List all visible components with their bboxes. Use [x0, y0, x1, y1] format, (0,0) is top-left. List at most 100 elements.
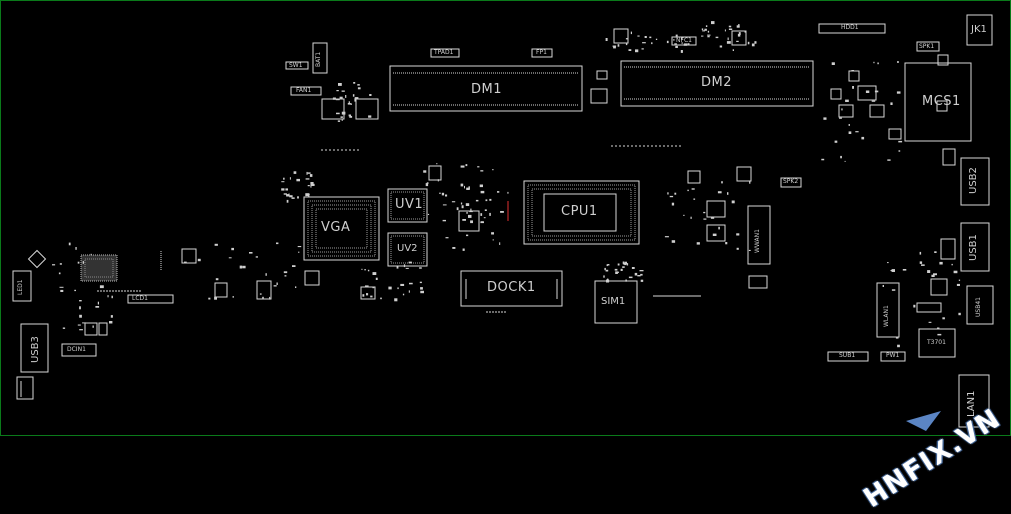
sw1-label: SW1 — [289, 62, 303, 69]
component-dot — [480, 213, 483, 216]
component-dot — [297, 196, 299, 199]
component-dot — [635, 49, 639, 53]
uv1-label: UV1 — [395, 197, 424, 212]
component-dot — [286, 194, 290, 197]
component-dot — [728, 28, 733, 30]
component-dot — [348, 101, 350, 105]
component-dot — [341, 119, 343, 121]
component-dot — [887, 159, 891, 161]
component-dot — [953, 270, 958, 274]
component-dot — [109, 321, 113, 324]
component-dot — [283, 271, 288, 274]
component-dot — [669, 195, 674, 198]
component-dot — [939, 261, 943, 265]
mcs1-label: MCS1 — [922, 94, 961, 109]
component-dot — [958, 279, 961, 281]
component-dot — [409, 282, 413, 285]
component-dot — [289, 177, 291, 180]
component-dot — [848, 131, 852, 134]
component-dot — [296, 178, 300, 182]
component-dot — [492, 169, 494, 171]
component-dot — [626, 263, 629, 266]
component-dot — [283, 193, 287, 195]
component-dot — [680, 50, 683, 53]
component-dot — [727, 37, 729, 41]
component-dot — [848, 124, 850, 126]
component-dot — [834, 140, 838, 143]
component-dot — [397, 287, 399, 290]
component-dot — [292, 265, 296, 267]
component-dot — [340, 116, 343, 118]
component-dot — [79, 300, 82, 302]
component-dot — [445, 194, 448, 197]
component-dot — [641, 48, 644, 50]
component-dot — [882, 285, 884, 287]
sim1-outline — [594, 280, 638, 324]
component-dot — [919, 261, 923, 264]
pcb-outline-layer — [12, 14, 994, 431]
component-dot — [710, 217, 715, 219]
fp1-label: FP1 — [536, 49, 547, 56]
component-dots — [52, 21, 961, 348]
component-dot — [715, 36, 719, 39]
component-dot — [625, 38, 628, 40]
component-dot — [232, 296, 234, 298]
component-dot — [262, 296, 264, 300]
component-dot — [731, 200, 735, 204]
component-dot — [606, 279, 610, 283]
component-dot — [52, 264, 56, 266]
lan1-outline — [958, 374, 990, 428]
component-dot — [725, 242, 728, 245]
vga-label: VGA — [321, 220, 351, 235]
component-dot — [840, 155, 842, 159]
component-dot — [466, 234, 469, 237]
component-dot — [338, 83, 342, 86]
component-dot — [231, 247, 234, 251]
component-dot — [951, 263, 953, 266]
component-dot — [336, 112, 340, 115]
component-dot — [479, 184, 483, 188]
component-dot — [724, 29, 726, 32]
dm2-label: DM2 — [701, 75, 732, 90]
pw1-label: PW1 — [886, 352, 900, 359]
component-dot — [336, 90, 339, 92]
component-dot — [712, 233, 717, 236]
component-dot — [738, 32, 741, 35]
component-dot — [674, 192, 677, 195]
component-dot — [285, 188, 287, 190]
component-dot — [468, 214, 472, 218]
component-dot — [370, 295, 373, 298]
component-dot — [214, 243, 218, 246]
component-dot — [747, 41, 750, 45]
wwan1-outline — [747, 205, 771, 265]
component-dot — [690, 216, 692, 219]
usb4-outline — [966, 285, 994, 325]
component-dot — [702, 30, 705, 32]
component-dot — [622, 266, 625, 268]
component-dot — [403, 264, 406, 268]
component-dot — [489, 198, 492, 201]
component-dot — [727, 192, 729, 195]
component-dot — [674, 43, 677, 45]
component-dot — [92, 325, 94, 328]
component-dot — [865, 90, 870, 93]
component-dot — [59, 263, 62, 265]
component-dot — [369, 94, 372, 96]
component-dot — [937, 333, 942, 336]
component-dot — [368, 115, 372, 118]
component-dot — [701, 28, 704, 31]
component-dot — [339, 96, 343, 100]
component-dot — [273, 285, 277, 287]
component-dot — [184, 261, 187, 264]
component-dot — [942, 317, 945, 320]
component-dot — [640, 279, 644, 282]
component-dot — [736, 247, 739, 250]
component-dot — [630, 31, 632, 35]
component-dot — [928, 321, 932, 323]
component-dot — [919, 251, 922, 255]
component-dot — [283, 177, 285, 180]
component-dot — [651, 42, 653, 45]
component-dot — [364, 269, 366, 271]
component-dot — [604, 267, 606, 271]
component-dot — [927, 270, 931, 273]
